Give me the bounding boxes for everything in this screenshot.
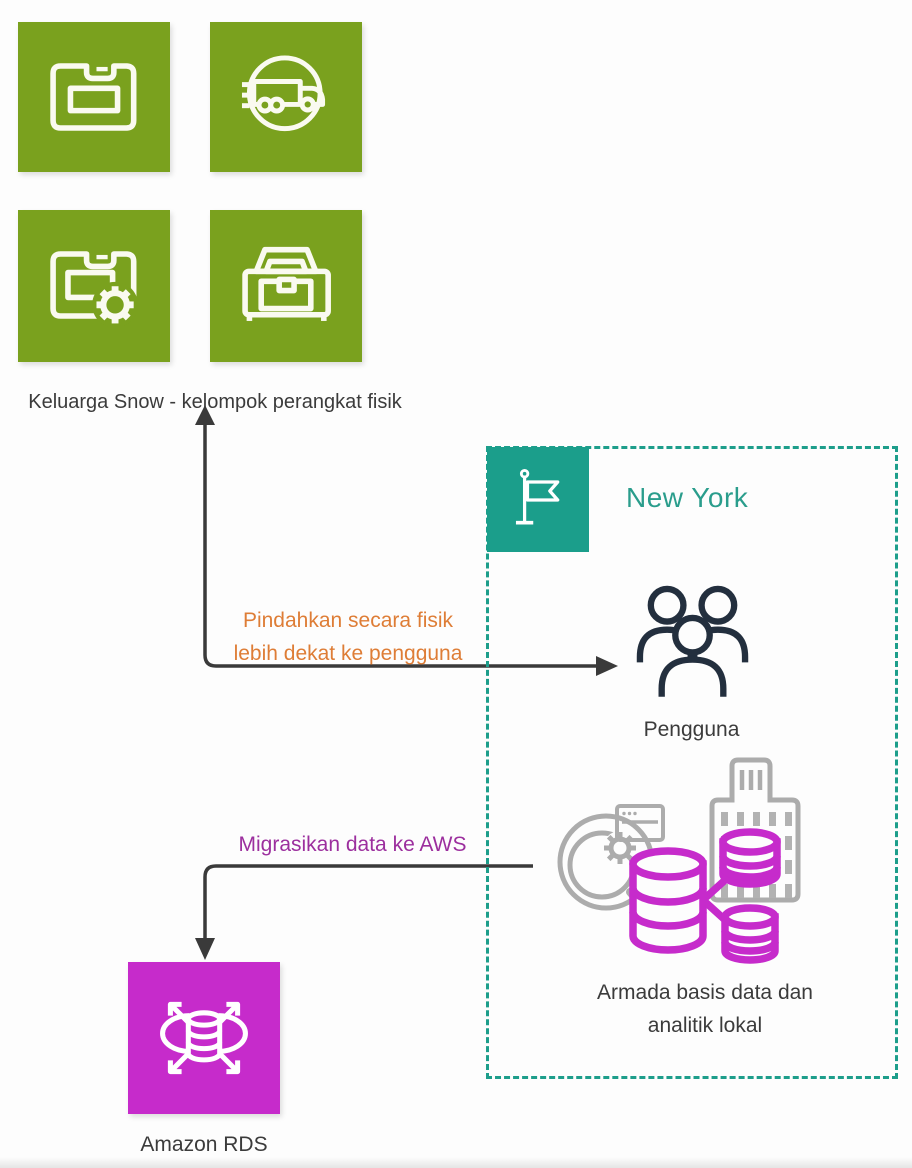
users-caption: Pengguna <box>643 718 740 741</box>
snow-family-caption: Keluarga Snow - kelompok perangkat fisik <box>28 391 402 413</box>
amazon-rds-tile <box>128 962 280 1114</box>
users-icon <box>636 585 749 697</box>
amazon-rds-caption: Amazon RDS <box>140 1133 268 1156</box>
snow-storage-box-icon <box>242 246 331 321</box>
snowmobile-truck-icon <box>241 55 326 132</box>
database-cluster-icon <box>629 828 781 964</box>
region-title: New York <box>626 482 749 513</box>
move-arrow-label: Pindahkan secara fisik lebih dekat ke pe… <box>233 609 463 665</box>
snow-family-tile-2 <box>210 22 362 172</box>
snowball-device-icon <box>50 63 137 131</box>
amazon-rds-icon <box>160 1001 248 1075</box>
snow-family-tile-3 <box>18 210 170 362</box>
arrowhead-down <box>195 938 215 960</box>
database-fleet-icon <box>557 757 801 964</box>
browser-window-icon <box>615 804 665 842</box>
migrate-arrow-label: Migrasikan data ke AWS <box>238 833 467 856</box>
fleet-caption: Armada basis data dan analitik lokal <box>597 981 813 1037</box>
bottom-fade <box>0 1157 912 1168</box>
flag-icon <box>515 469 560 525</box>
snow-family-tile-1 <box>18 22 170 172</box>
snowball-edge-gear-icon <box>50 251 139 328</box>
migrate-arrow <box>203 864 533 940</box>
region-new-york-box <box>486 446 898 1079</box>
snow-family-tile-4 <box>210 210 362 362</box>
region-flag-tile <box>487 447 589 552</box>
